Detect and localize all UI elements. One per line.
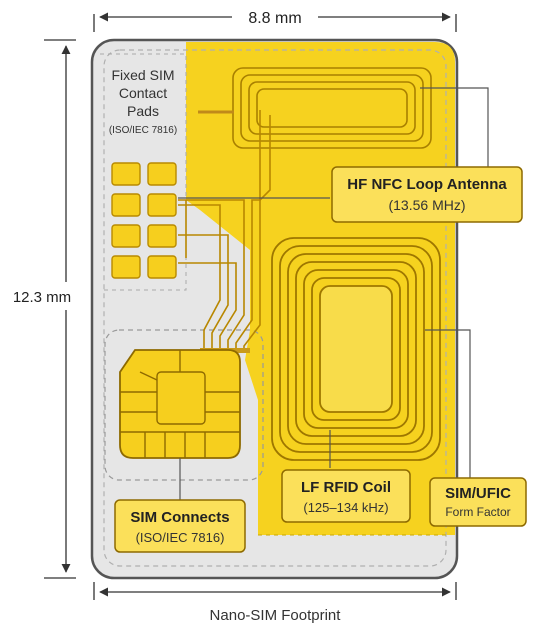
height-dimension: 12.3 mm — [13, 39, 76, 579]
pad — [147, 162, 177, 186]
pad — [111, 193, 141, 217]
sim-connects-title: SIM Connects — [130, 509, 229, 526]
fixed-pads-label: Fixed SIM Contact Pads (ISO/IEC 7816) — [109, 67, 177, 136]
fixed-pads-line1: Fixed SIM — [111, 67, 174, 83]
width-label: 8.8 mm — [248, 10, 301, 27]
form-factor-sub: Form Factor — [445, 505, 510, 519]
lf-coil-title: LF RFID Coil — [301, 479, 391, 496]
pad — [111, 162, 141, 186]
hf-antenna-sub: (13.56 MHz) — [388, 197, 465, 213]
width-dimension: 8.8 mm — [93, 10, 457, 32]
footprint-label: Nano-SIM Footprint — [210, 607, 342, 624]
height-label: 12.3 mm — [13, 289, 71, 306]
fixed-contact-pads — [111, 162, 177, 279]
sim-connects-sub: (ISO/IEC 7816) — [136, 530, 225, 545]
fixed-pads-line2: Contact — [119, 85, 167, 101]
form-factor-title: SIM/UFIC — [445, 485, 511, 502]
lf-coil-core — [319, 285, 393, 413]
lf-rfid-coil — [271, 237, 441, 461]
pad — [111, 255, 141, 279]
pad — [147, 255, 177, 279]
routing-traces — [178, 110, 271, 350]
fixed-pads-line4: (ISO/IEC 7816) — [109, 125, 177, 136]
pad — [111, 224, 141, 248]
lf-coil-sub: (125–134 kHz) — [303, 500, 388, 515]
hf-antenna-label: HF NFC Loop Antenna (13.56 MHz) — [331, 166, 523, 223]
hf-antenna-title: HF NFC Loop Antenna — [347, 176, 507, 193]
fixed-pads-line3: Pads — [127, 103, 159, 119]
hf-loop-antenna — [232, 67, 432, 149]
sim-chip — [119, 349, 241, 459]
pad — [147, 193, 177, 217]
gold-region — [186, 42, 455, 535]
lf-coil-label: LF RFID Coil (125–134 kHz) — [281, 469, 411, 523]
sim-connects-label: SIM Connects (ISO/IEC 7816) — [114, 499, 246, 553]
footprint-dimension: Nano-SIM Footprint — [93, 582, 457, 624]
pad — [147, 224, 177, 248]
form-factor-label: SIM/UFIC Form Factor — [429, 477, 527, 527]
